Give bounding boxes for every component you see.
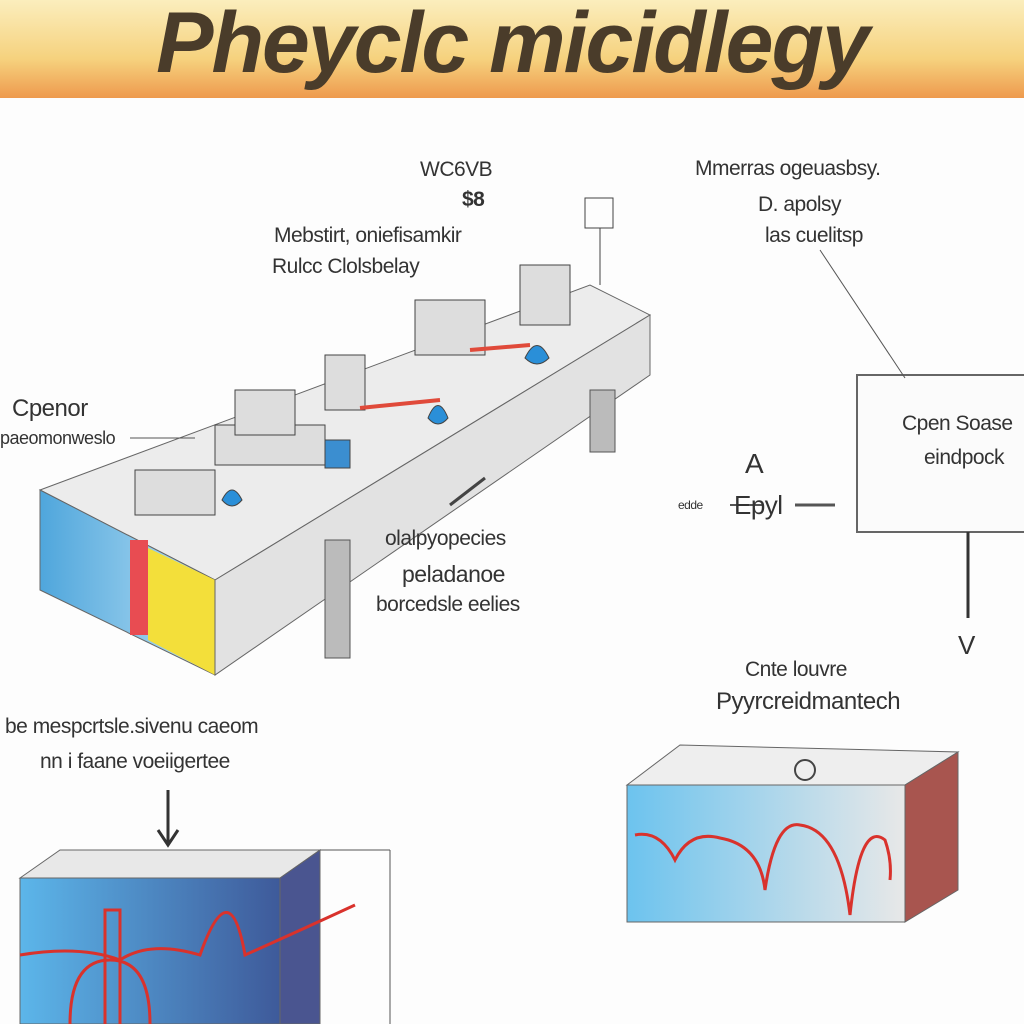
left-label-2: paeomonweslo [0,428,116,448]
top-desc-line-1: Mebstirt, oniefisamkir [274,224,462,247]
box-label-2: eindpock [924,446,1005,469]
down-arrow-label: V [958,630,975,660]
bottom-right-label-2: Pyyrcreidmantech [716,688,901,715]
wave-tank-right [625,744,960,923]
up-arrow-label: A [745,448,764,479]
bottom-right-label-1: Cnte louvre [745,658,847,681]
small-left-label: edde [678,498,703,512]
title-banner: Pheyclc micidlegy [0,0,1024,98]
bottom-left-label-1: be mespcrtsle.sivenu caeom [5,715,259,738]
mid-label-1: olalpyopecies [385,527,506,550]
bottom-left-label-2: nn i faane voeiigertee [40,750,230,773]
top-number-label: $8 [462,188,485,211]
pointer-arrow [449,476,486,507]
right-top-line-1: Mmerras ogeuasbsy. [695,157,881,180]
right-top-line-2: D. apolsy [758,193,842,216]
top-code-label: WC6VB [420,158,493,181]
wave-tank-left [18,790,391,1024]
open-source-box [730,249,1024,618]
symbol-label: Epyl [734,490,783,520]
box-label-1: Cpen Soase [902,412,1013,435]
mid-label-2: peladanoe [402,561,505,587]
right-top-line-3: las cuelitsp [765,224,863,247]
top-desc-line-2: Rulcc Clolsbelay [272,255,420,278]
page-title: Pheyclc micidlegy [156,0,870,91]
lab-equipment [134,197,614,516]
lab-bench [38,284,652,676]
mid-label-3: borcedsle eelies [376,593,520,616]
left-label-1: Cpenor [12,395,88,422]
